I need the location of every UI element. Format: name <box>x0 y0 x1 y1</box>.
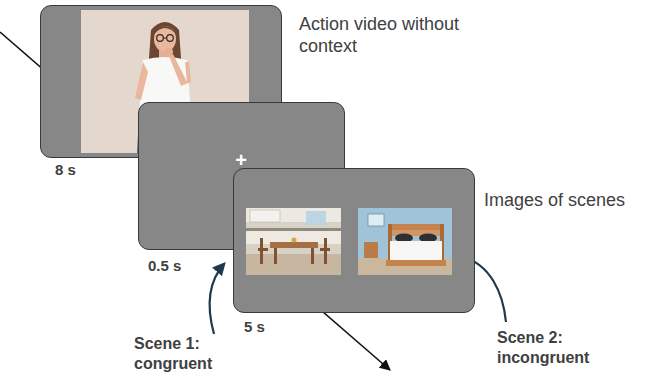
illustration-part <box>358 258 452 275</box>
duration-label: 0.5 s <box>148 256 208 275</box>
illustration-part <box>364 242 378 258</box>
illustration-part <box>368 214 384 226</box>
illustration-part <box>154 26 176 52</box>
duration-label: 8 s <box>55 160 115 179</box>
scene-screen: Images of scenes <box>233 168 475 313</box>
illustration-part <box>157 35 164 42</box>
pointer-arrow <box>209 264 224 334</box>
duration-label: 5 s <box>244 317 304 336</box>
bedroom-scene-image <box>358 208 452 275</box>
scene-label: Scene 2: incongruent <box>497 328 615 368</box>
scene-label: Scene 1: congruent <box>134 334 238 374</box>
illustration-part <box>390 241 442 261</box>
illustration-part <box>306 211 326 225</box>
illustration-part <box>274 248 277 264</box>
illustration-part <box>169 54 191 86</box>
illustration-part <box>320 248 330 251</box>
illustration-part <box>163 38 167 39</box>
illustration-part <box>154 26 176 34</box>
illustration-part <box>358 208 452 275</box>
illustration-part <box>258 248 268 251</box>
illustration-part <box>165 48 173 56</box>
illustration-part <box>167 35 174 42</box>
illustration-part <box>311 248 314 264</box>
illustration-part <box>135 62 148 100</box>
screen-heading: Action video without context <box>299 13 489 57</box>
illustration-part <box>270 242 318 248</box>
screen-heading: Images of scenes <box>484 189 644 211</box>
illustration-part <box>246 228 341 231</box>
kitchen-scene-image <box>246 208 341 275</box>
illustration-part <box>292 238 297 243</box>
illustration-part <box>386 260 446 266</box>
illustration-part <box>246 208 341 222</box>
illustration-part <box>388 224 444 230</box>
illustration-part <box>250 210 280 222</box>
illustration-part <box>246 208 341 275</box>
